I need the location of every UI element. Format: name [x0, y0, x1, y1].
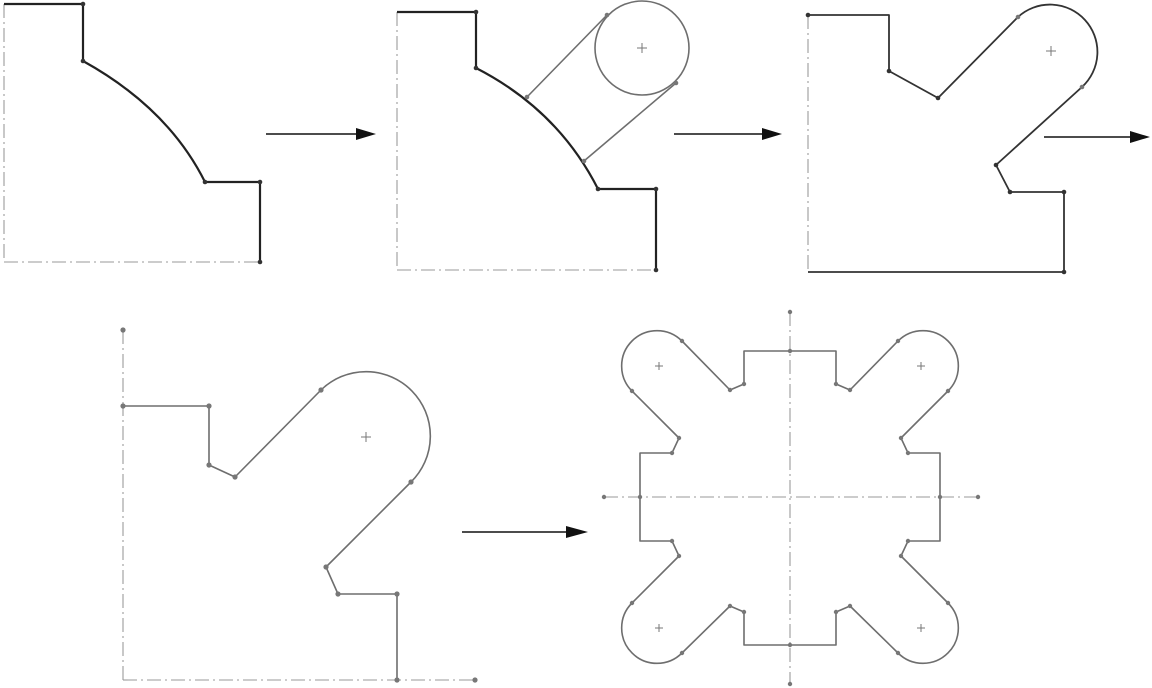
profile-outline: [808, 3, 1099, 273]
vertex-point: [1079, 84, 1085, 90]
step-4-quarter-profile: [120, 327, 478, 683]
vertex-point: [1061, 269, 1067, 275]
vertex-point: [335, 591, 341, 597]
vertex-point: [1061, 189, 1067, 195]
vertex-point: [653, 267, 659, 273]
vertex-point: [323, 564, 329, 570]
vertex-point: [257, 259, 263, 265]
endpoint: [975, 494, 981, 500]
tangent-point: [581, 158, 587, 164]
full-profile-vertices: [629, 338, 951, 656]
vertex-point: [394, 677, 400, 683]
vertex-point: [1007, 189, 1013, 195]
vertex-point: [202, 179, 208, 185]
vertex-point: [394, 591, 400, 597]
vertex-point: [120, 403, 126, 409]
arrowhead: [566, 526, 588, 538]
vertex-point: [232, 474, 238, 480]
arrow-2-right: [674, 128, 782, 140]
arrow-3-right: [1044, 131, 1150, 143]
vertex-point: [653, 186, 659, 192]
endpoint: [120, 327, 126, 333]
vertex-point: [80, 1, 86, 7]
vertex-point: [318, 387, 324, 393]
step-1-base-profile: [3, 1, 263, 265]
arrowhead: [762, 128, 782, 140]
endpoint: [601, 494, 607, 500]
endpoint: [787, 309, 793, 315]
tangent-point: [524, 94, 530, 100]
arrowhead: [1130, 131, 1150, 143]
vertex-point: [886, 68, 892, 74]
profile-outline: [123, 370, 432, 680]
arrowhead: [356, 128, 376, 140]
step-3-trimmed-profile: [805, 3, 1099, 275]
vertex-point: [595, 186, 601, 192]
vertex-point: [257, 179, 263, 185]
step-5-full-profile: [601, 309, 981, 687]
profile-outline: [4, 2, 262, 262]
vertex-point: [805, 12, 811, 18]
upper-tangent-line: [526, 14, 608, 98]
vertex-point: [80, 58, 86, 64]
vertex-point: [408, 479, 414, 485]
endpoint: [787, 681, 793, 687]
arrow-1-right: [266, 128, 376, 140]
lobe-circle: [594, 0, 690, 96]
tangent-point: [604, 12, 610, 18]
lower-tangent-line: [583, 82, 677, 162]
vertex-point: [993, 162, 999, 168]
vertex-point: [935, 95, 941, 101]
endpoint: [472, 677, 478, 683]
vertex-point: [473, 65, 479, 71]
arrow-4-right: [462, 526, 588, 538]
tangent-point: [673, 80, 679, 86]
profile-outline: [397, 10, 658, 270]
step-2-circle-and-tangents: [396, 0, 690, 273]
vertex-point: [206, 462, 212, 468]
vertex-point: [1015, 14, 1021, 20]
vertex-point: [206, 403, 212, 409]
vertex-point: [473, 9, 479, 15]
